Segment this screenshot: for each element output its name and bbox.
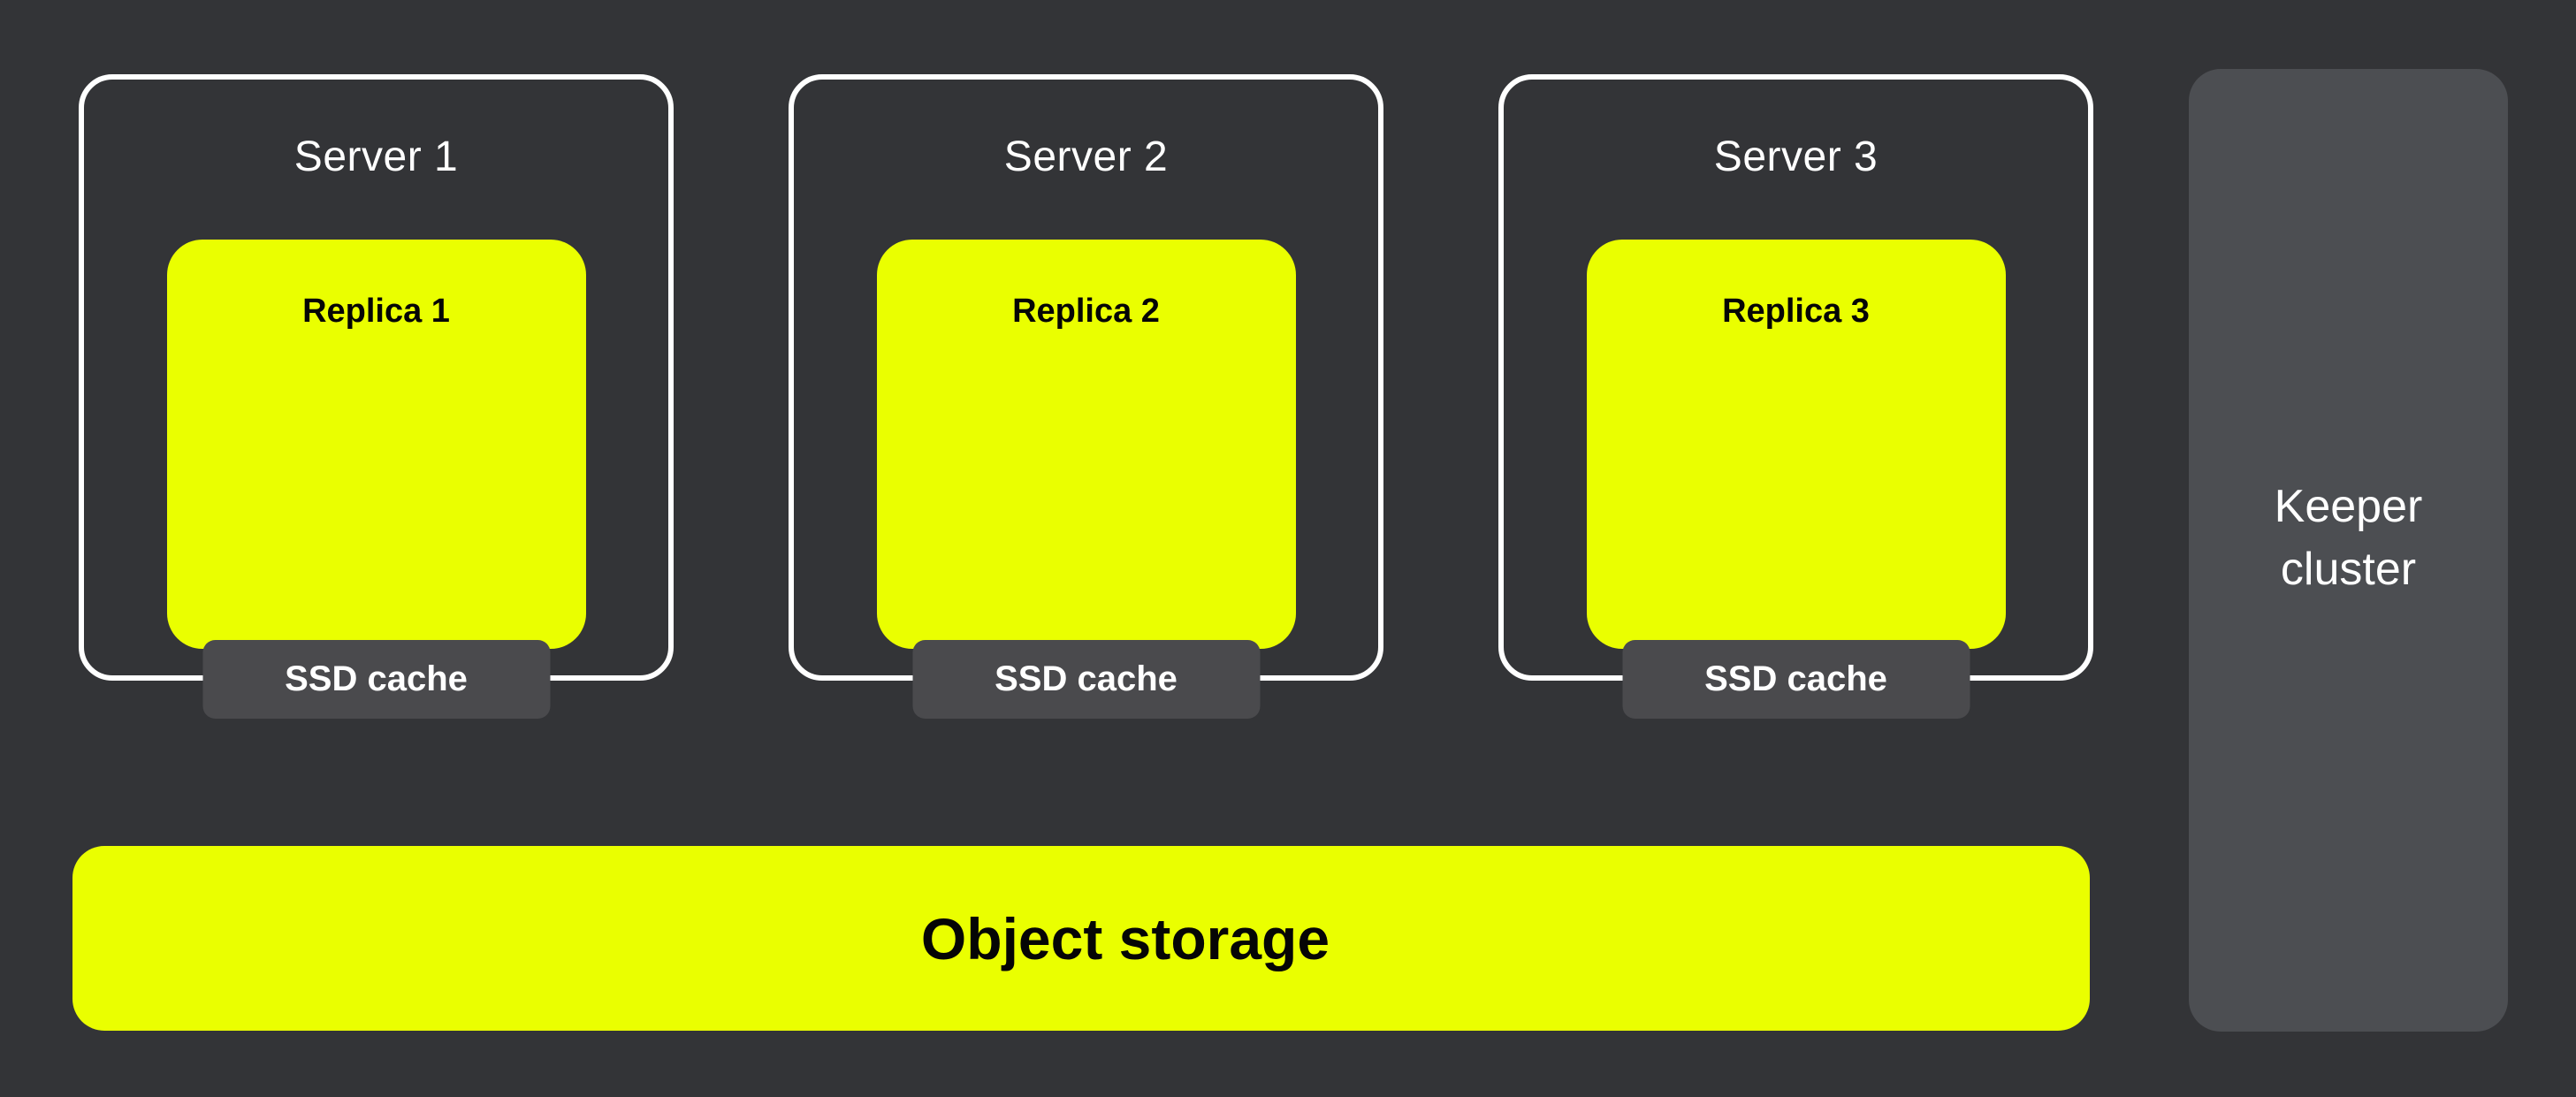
server-3-label: Server 3	[1713, 133, 1879, 180]
replica-2-box: Replica 2	[876, 240, 1296, 649]
server-3-ssd-cache-badge: SSD cache	[1622, 640, 1970, 719]
server-2-box: Server 2 Replica 2 SSD cache	[789, 74, 1383, 719]
object-storage-label: Object storage	[920, 905, 1330, 971]
replica-3-box: Replica 3	[1586, 240, 2006, 649]
server-1-box: Server 1 Replica 1 SSD cache	[79, 74, 674, 719]
server-3-box: Server 3 Replica 3 SSD cache	[1498, 74, 2093, 719]
keeper-cluster-box: Keeper cluster	[2189, 69, 2508, 1032]
replica-2-label: Replica 2	[1012, 293, 1160, 330]
server-1-label: Server 1	[293, 133, 459, 180]
replica-1-label: Replica 1	[302, 293, 450, 330]
server-2-label: Server 2	[1003, 133, 1169, 180]
keeper-cluster-label: Keeper cluster	[2274, 481, 2423, 595]
replica-1-box: Replica 1	[166, 240, 586, 649]
replica-3-label: Replica 3	[1722, 293, 1870, 330]
server-1-ssd-cache-badge: SSD cache	[202, 640, 550, 719]
server-2-ssd-cache-badge: SSD cache	[912, 640, 1260, 719]
object-storage-box: Object storage	[72, 846, 2090, 1031]
